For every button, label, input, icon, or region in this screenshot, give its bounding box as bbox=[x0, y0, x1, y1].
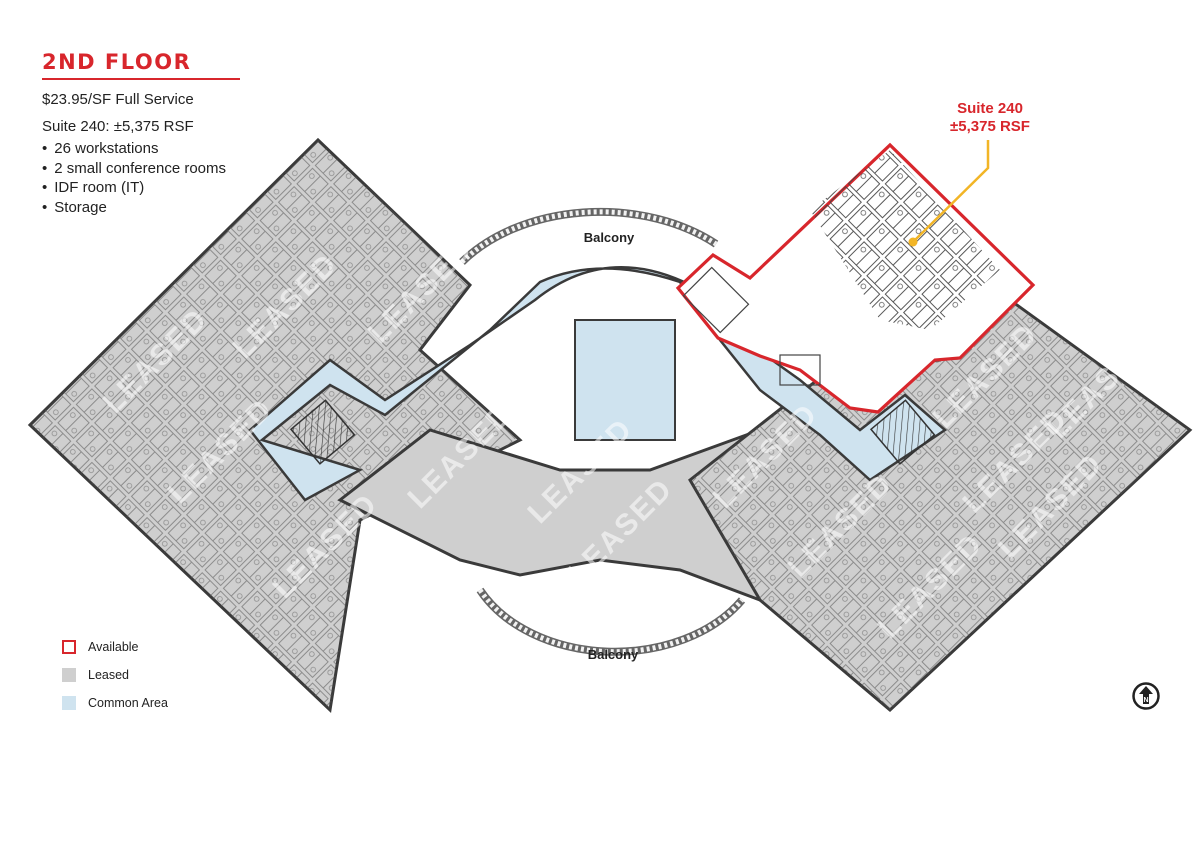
balcony-top-label: Balcony bbox=[584, 230, 635, 245]
legend-swatch-available bbox=[62, 640, 76, 654]
legend-swatch-leased bbox=[62, 668, 76, 682]
legend-swatch-common-area bbox=[62, 696, 76, 710]
common-area bbox=[248, 266, 948, 502]
legend: Available Leased Common Area bbox=[62, 633, 168, 717]
legend-item-leased: Leased bbox=[62, 661, 168, 689]
callout-suite-area: ±5,375 RSF bbox=[950, 118, 1030, 135]
balcony-top bbox=[459, 207, 719, 265]
suite-summary: Suite 240: ±5,375 RSF bbox=[42, 118, 194, 135]
page-title: 2ND FLOOR bbox=[42, 50, 192, 74]
compass-letter: N bbox=[1143, 697, 1148, 704]
callout-leader bbox=[914, 140, 990, 241]
legend-label: Available bbox=[88, 640, 139, 654]
callout-suite-name: Suite 240 bbox=[957, 100, 1023, 117]
balcony-bottom bbox=[476, 587, 746, 656]
feature-item: 2 small conference rooms bbox=[42, 159, 226, 179]
north-arrow-icon: N bbox=[1132, 682, 1160, 710]
suite-callout: Suite 240 ±5,375 RSF bbox=[930, 100, 1050, 136]
feature-item: 26 workstations bbox=[42, 139, 226, 159]
legend-label: Leased bbox=[88, 668, 130, 682]
title-underline bbox=[42, 78, 240, 80]
feature-item: Storage bbox=[42, 198, 226, 218]
legend-item-common-area: Common Area bbox=[62, 689, 168, 717]
legend-item-available: Available bbox=[62, 633, 168, 661]
feature-list: 26 workstations 2 small conference rooms… bbox=[42, 139, 226, 217]
balcony-bottom-label: Balcony bbox=[588, 647, 639, 662]
price-line: $23.95/SF Full Service bbox=[42, 91, 194, 108]
feature-item: IDF room (IT) bbox=[42, 178, 226, 198]
legend-label: Common Area bbox=[88, 696, 168, 710]
